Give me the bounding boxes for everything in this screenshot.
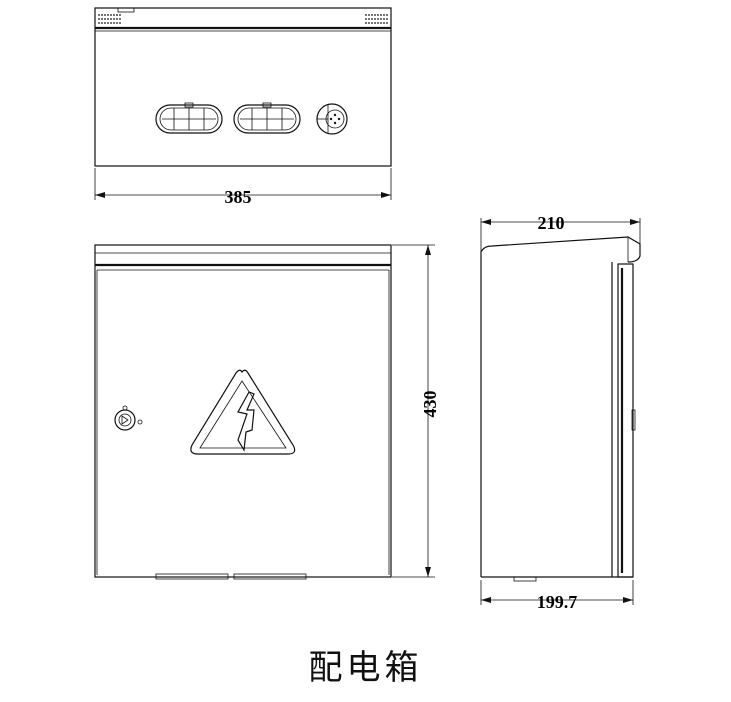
- drawing-caption: 配电箱: [308, 648, 423, 688]
- front-view: 430: [94, 244, 440, 580]
- dimension-depth: 210: [480, 213, 641, 252]
- vent-grille-icon: [233, 102, 301, 134]
- dimension-depth-body: 199.7: [480, 580, 634, 612]
- dimension-depth-body-label: 199.7: [537, 592, 578, 612]
- top-view: 385: [94, 7, 392, 207]
- dimension-width-label: 385: [225, 187, 252, 207]
- vent-grille-icon: [155, 102, 223, 134]
- dimension-width: 385: [94, 168, 392, 207]
- cable-gland-icon: [316, 103, 348, 135]
- dimension-depth-label: 210: [538, 213, 565, 233]
- side-view: 210 199.7: [480, 213, 641, 612]
- vent-dots-right: [365, 14, 388, 24]
- dimension-height-label: 430: [420, 391, 440, 418]
- high-voltage-warning-icon: [190, 369, 296, 455]
- vent-dots-left: [98, 14, 121, 24]
- dimension-height: 430: [392, 244, 440, 578]
- keyhole-lock-icon: [114, 405, 143, 431]
